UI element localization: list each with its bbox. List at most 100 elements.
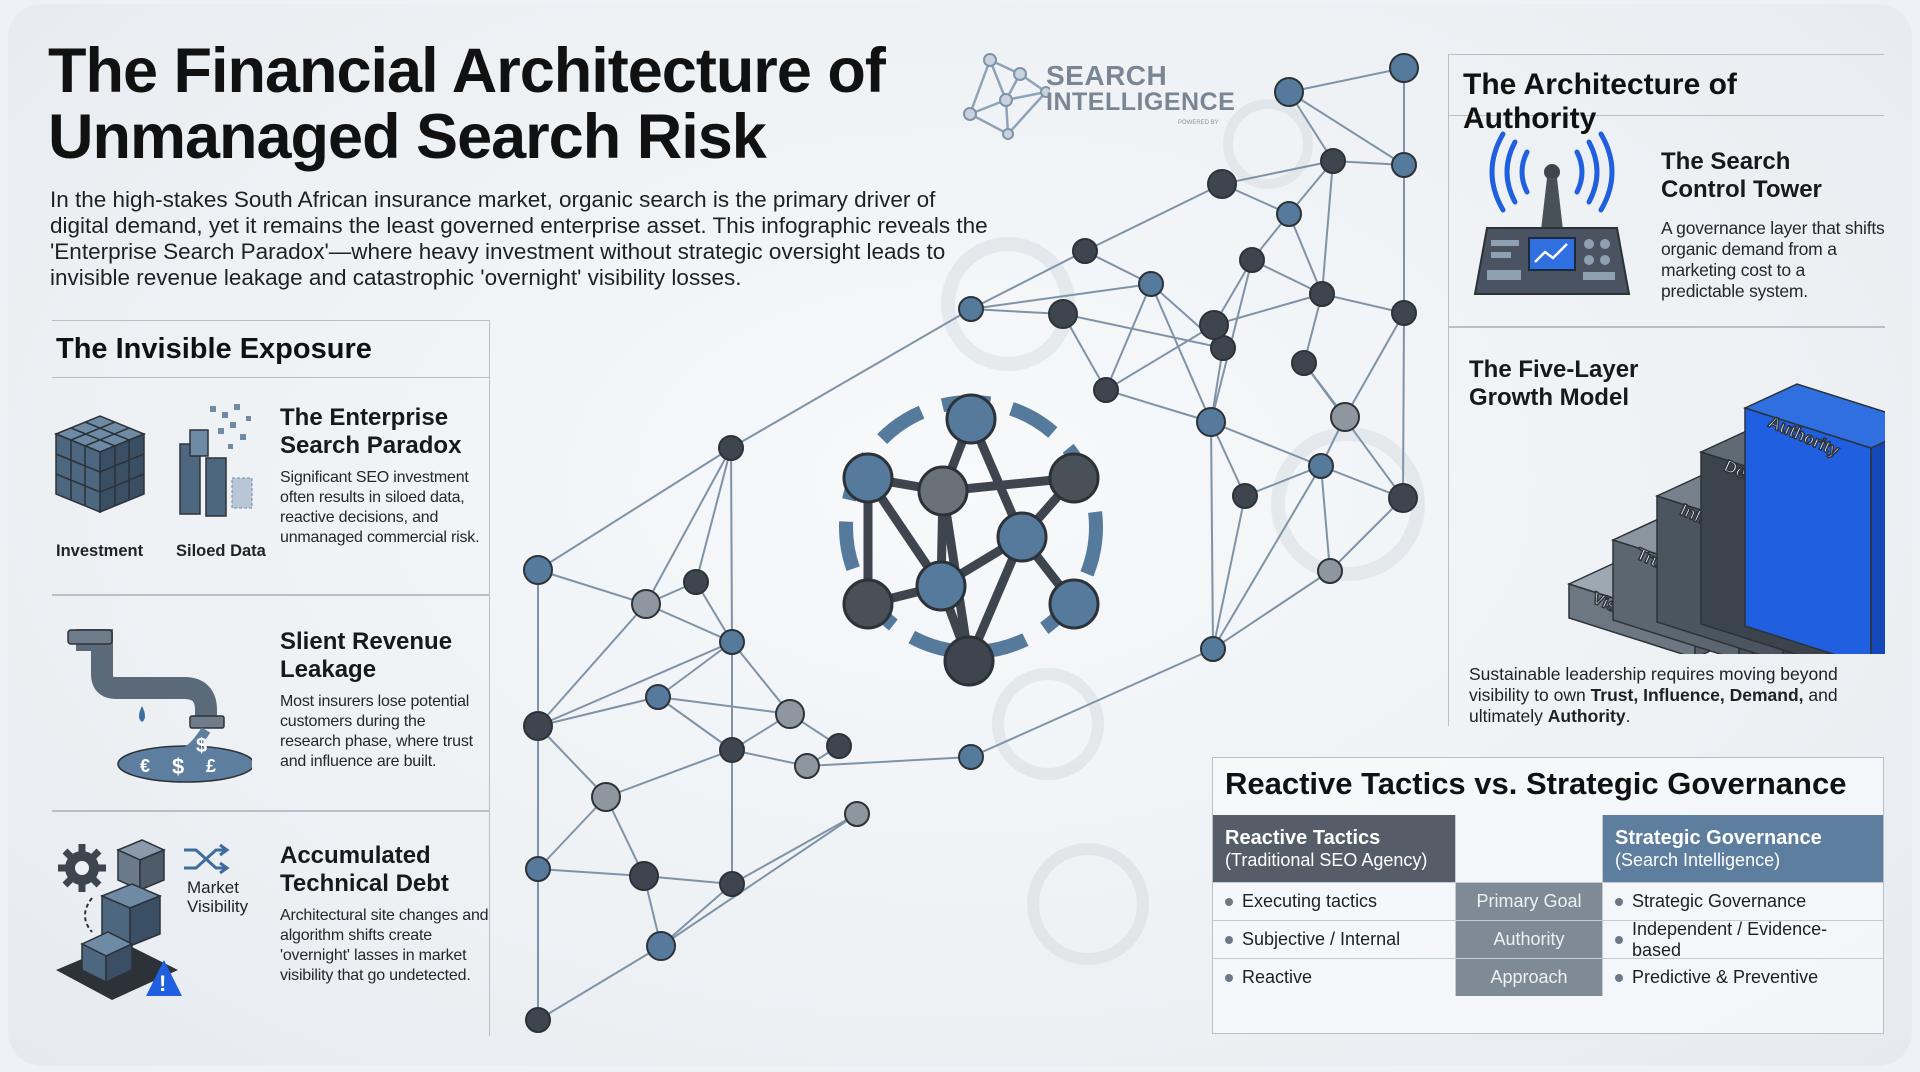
market-visibility-caption: Market Visibility	[187, 878, 248, 916]
cell-text: Reactive	[1242, 967, 1313, 987]
intro-paragraph: In the high-stakes South African insuran…	[50, 187, 988, 290]
network-node	[646, 931, 676, 961]
network-edge	[1213, 293, 1323, 326]
network-edge	[1321, 160, 1334, 295]
network-edge	[1402, 312, 1405, 499]
network-node	[1072, 238, 1098, 264]
network-node	[1276, 201, 1302, 227]
network-edge	[695, 447, 732, 583]
bullet-icon	[1225, 973, 1233, 982]
table-row: Subjective / Internal Authority Independ…	[1213, 918, 1883, 960]
network-node	[775, 699, 805, 729]
network-node	[1200, 636, 1226, 662]
network-node	[1093, 377, 1119, 403]
network-node	[1199, 310, 1229, 340]
layer-side	[1870, 440, 1885, 654]
network-node	[629, 861, 659, 891]
title-line: Control Tower	[1661, 176, 1822, 203]
five-layer-model-title: The Five-Layer Growth Model	[1469, 356, 1689, 412]
network-edge	[1288, 91, 1405, 166]
network-node	[1391, 300, 1417, 326]
title-line: Technical Debt	[280, 870, 449, 897]
accumulated-technical-debt-body: Architectural site changes and algorithm…	[280, 907, 489, 984]
strategic-cell: Predictive & Preventive	[1603, 959, 1883, 996]
comparison-header-row: Reactive Tactics (Traditional SEO Agency…	[1213, 815, 1883, 882]
bullet-icon	[1615, 897, 1623, 906]
architecture-of-authority-panel: The Architecture of Authority The Search…	[1448, 54, 1885, 726]
euro-symbol: €	[140, 756, 150, 776]
network-edge	[537, 868, 645, 877]
network-edge	[645, 603, 733, 643]
network-edge	[645, 447, 732, 605]
control-tower-icon	[1473, 131, 1631, 295]
logo-line-2: INTELLIGENCE	[1046, 88, 1236, 116]
network-edge	[1303, 362, 1404, 499]
network-edge	[1288, 67, 1405, 93]
cell-text: Predictive & Preventive	[1632, 967, 1819, 987]
caption-line: Market	[187, 878, 239, 897]
network-node	[1291, 350, 1317, 376]
network-node	[1309, 281, 1335, 307]
title-line-2: Unmanaged Search Risk	[48, 102, 767, 172]
comparison-title: Reactive Tactics vs. Strategic Governanc…	[1225, 766, 1847, 801]
network-node	[683, 569, 709, 595]
control-tower-title: The Search Control Tower	[1661, 148, 1881, 204]
network-edge	[730, 447, 733, 643]
network-edge	[537, 725, 607, 798]
network-node	[1320, 148, 1346, 174]
network-edge	[537, 641, 733, 727]
network-node	[844, 801, 870, 827]
network-node	[591, 782, 621, 812]
gear-icon	[58, 844, 106, 892]
network-node	[525, 856, 551, 882]
cell-text: Subjective / Internal	[1242, 929, 1401, 949]
reactive-cell: Reactive	[1213, 959, 1455, 996]
network-node	[1391, 152, 1417, 178]
network-edge	[970, 250, 1086, 310]
title-line: Slient Revenue	[280, 628, 453, 655]
shuffle-icon	[184, 844, 230, 874]
network-edge	[1244, 465, 1322, 497]
comparison-table: Reactive Tactics vs. Strategic Governanc…	[1212, 757, 1884, 1034]
divider	[52, 810, 490, 812]
network-edge	[1212, 495, 1246, 650]
invisible-exposure-panel: The Invisible Exposure	[52, 320, 490, 1036]
network-node	[719, 737, 745, 763]
bullet-icon	[1225, 935, 1233, 944]
criteria-cell: Approach	[1455, 959, 1603, 996]
network-edge	[1320, 465, 1331, 572]
enterprise-search-paradox-card: Investment Siloed Data The Enterprise Se…	[52, 378, 490, 588]
network-node	[794, 753, 820, 779]
cell-text: Executing tactics	[1242, 891, 1378, 911]
network-node	[1207, 169, 1237, 199]
network-edge	[1288, 213, 1323, 295]
network-edge	[605, 749, 733, 798]
technical-debt-blocks-icon: !	[56, 839, 182, 1000]
network-edge	[970, 308, 1064, 315]
network-edge	[806, 756, 972, 767]
reactive-cell: Executing tactics	[1213, 883, 1455, 920]
network-edge	[657, 696, 733, 751]
network-edge	[1344, 312, 1405, 418]
reactive-cell: Subjective / Internal	[1213, 921, 1455, 958]
network-edge	[1150, 283, 1212, 423]
cell-text: Independent / Evidence-based	[1632, 918, 1828, 960]
network-node	[1317, 558, 1343, 584]
network-node	[1330, 402, 1360, 432]
reactive-tactics-header: Reactive Tactics (Traditional SEO Agency…	[1213, 815, 1455, 882]
network-edge	[731, 813, 858, 885]
network-edge	[1084, 183, 1223, 252]
network-edge	[657, 696, 791, 715]
network-node	[1048, 299, 1078, 329]
network-edge	[657, 641, 733, 698]
network-node	[826, 733, 852, 759]
foot-text: and ultimately	[1469, 685, 1838, 726]
network-edge	[537, 569, 647, 605]
criteria-cell: Authority	[1455, 921, 1603, 958]
network-edge	[1212, 570, 1331, 650]
dollar-symbol-2: $	[196, 735, 207, 757]
investment-caption: Investment	[56, 542, 144, 560]
bullet-icon	[1615, 935, 1623, 944]
invisible-exposure-heading: The Invisible Exposure	[52, 320, 489, 378]
strategic-cell: Strategic Governance	[1603, 883, 1883, 920]
